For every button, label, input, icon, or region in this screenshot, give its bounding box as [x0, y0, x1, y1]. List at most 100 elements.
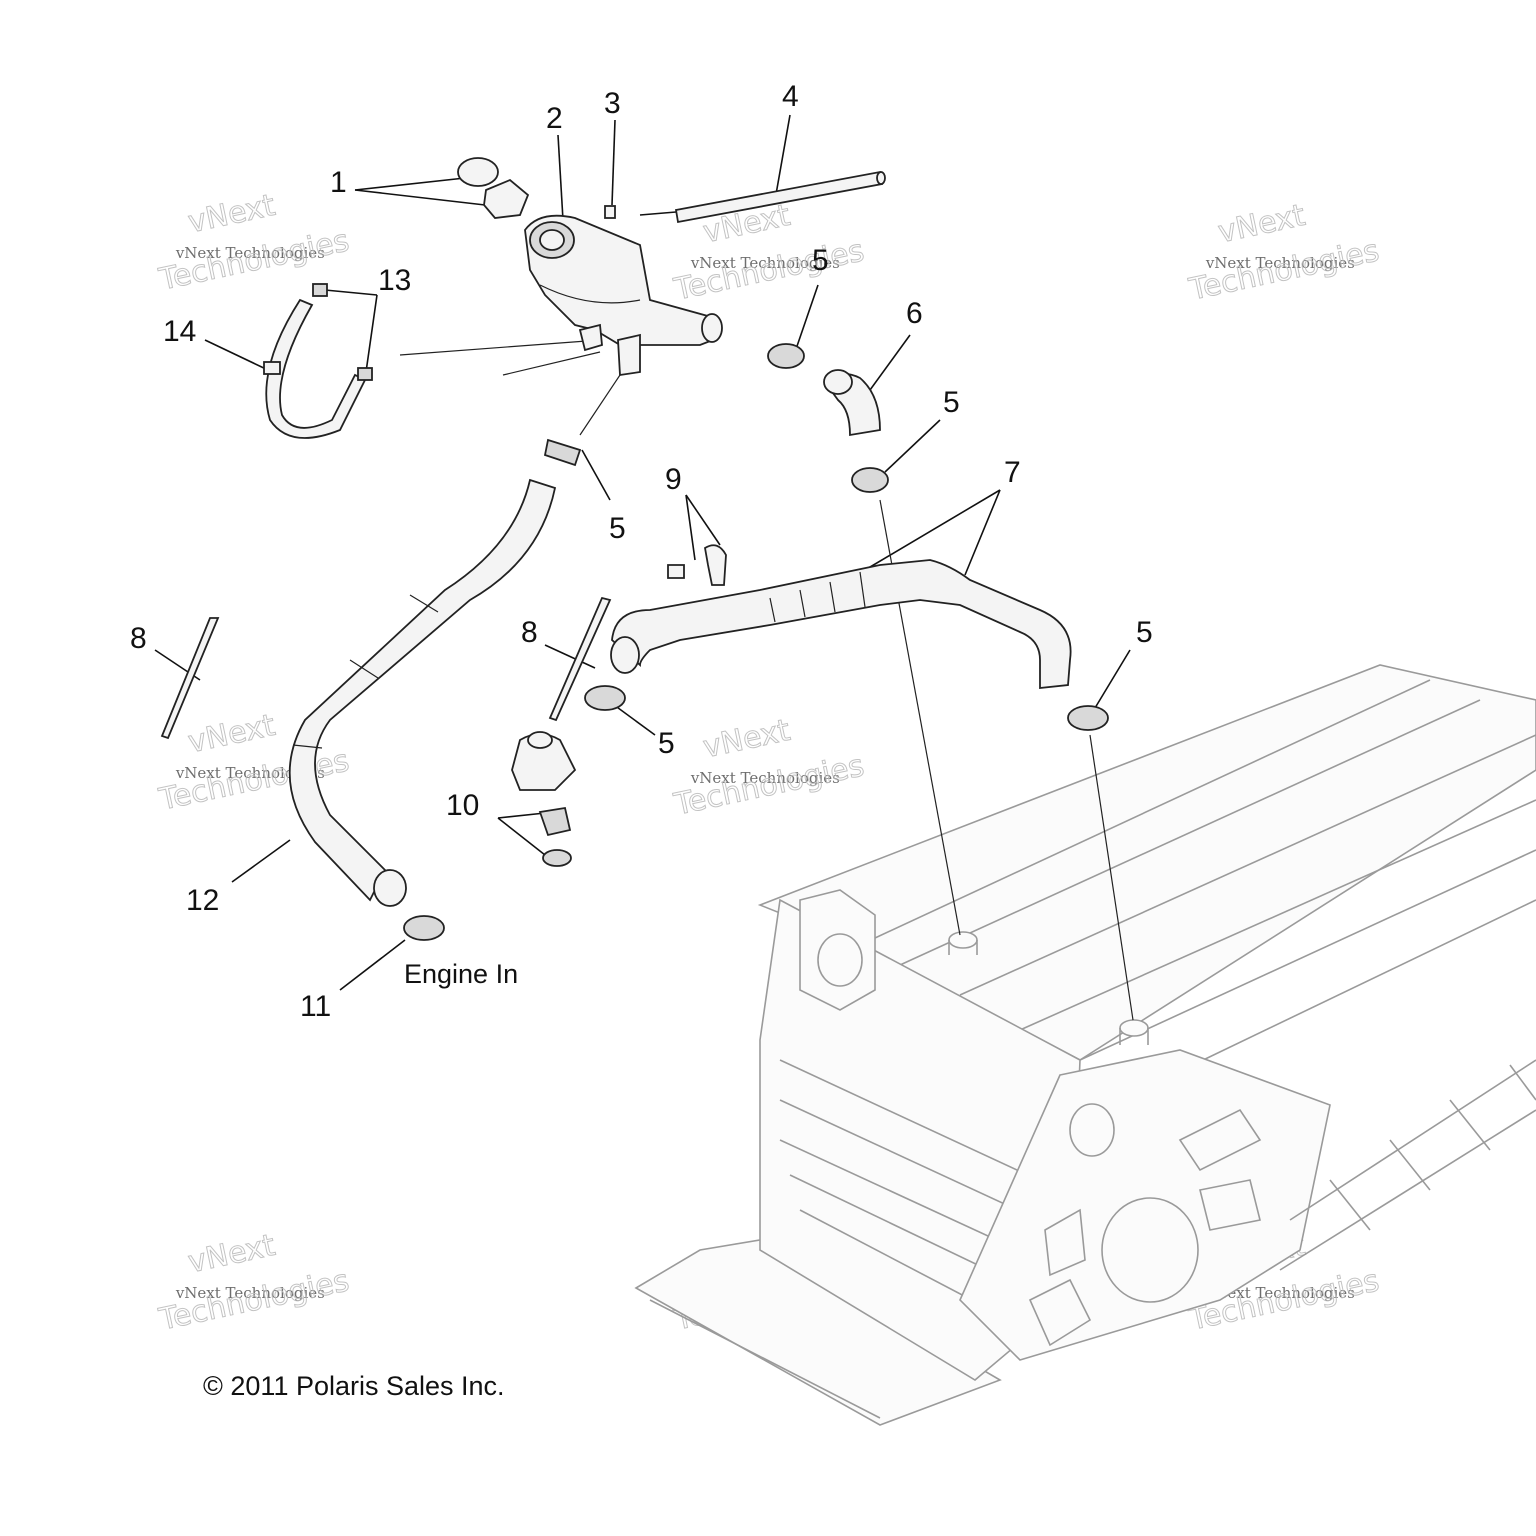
copyright-text: © 2011 Polaris Sales Inc. — [203, 1371, 505, 1401]
leader-3 — [611, 119, 616, 206]
leader-11 — [339, 939, 406, 991]
engine-in-label: Engine In — [404, 959, 518, 989]
hose-fitting — [312, 283, 328, 297]
hose-fitting — [357, 367, 373, 381]
bulkhead-cutout — [1199, 1179, 1261, 1231]
hose-coupler — [543, 438, 582, 467]
hose-clamp — [584, 685, 626, 711]
thermostat-housing-body — [511, 733, 577, 791]
callout-5: 5 — [658, 727, 675, 760]
leader-14 — [204, 339, 269, 371]
leader-12 — [231, 839, 291, 883]
callout-10: 10 — [446, 789, 479, 822]
callout-12: 12 — [186, 884, 219, 917]
part-8-cable-ties — [160, 596, 612, 740]
tunnel-lattice — [1329, 1179, 1371, 1231]
svg-text:Technologies: Technologies — [155, 1263, 352, 1338]
part-11-clamp — [403, 915, 445, 941]
thermostat — [538, 806, 572, 837]
hose-bracket — [704, 544, 727, 586]
cooler-fin — [779, 1059, 1061, 1191]
watermark: vNext vNext Technologies Technologies — [155, 187, 353, 298]
svg-text:Technologies: Technologies — [1185, 233, 1382, 308]
watermark: vNext vNext Technologies Technologies — [670, 712, 868, 823]
svg-text:vNext: vNext — [185, 188, 278, 241]
svg-text:vNext Technologies: vNext Technologies — [175, 244, 325, 262]
long-hose-end — [610, 636, 640, 674]
thermostat-housing — [511, 731, 577, 791]
bulkhead-hole — [1101, 1197, 1199, 1303]
bulkhead-plate — [959, 1049, 1331, 1361]
coolant-fitting — [1119, 1019, 1149, 1037]
reservoir-body — [524, 214, 719, 346]
tunnel-lattice — [1279, 1109, 1536, 1271]
front-mount-bore — [817, 933, 863, 987]
screw — [604, 205, 616, 219]
callout-6: 6 — [906, 297, 923, 330]
hose-clamp — [1067, 705, 1109, 731]
thermostat-seal — [542, 849, 572, 867]
engine-hose-bands — [292, 594, 439, 749]
hose-sleeve — [263, 361, 281, 375]
leader-8b — [544, 644, 596, 669]
svg-text:vNext: vNext — [185, 1228, 278, 1281]
hose-ribs — [769, 571, 866, 623]
callout-7: 7 — [1004, 456, 1021, 489]
tunnel-lattice — [1389, 1139, 1431, 1191]
svg-text:vNext: vNext — [1215, 198, 1308, 251]
bulkhead-cutout — [1044, 1208, 1086, 1277]
svg-text:vNext Technologies: vNext Technologies — [175, 1284, 325, 1302]
bracket-bolt — [667, 564, 685, 579]
cable-tie — [548, 596, 612, 722]
leader-10a — [497, 812, 546, 819]
front-mount — [799, 889, 876, 1011]
reservoir-spout — [701, 313, 723, 343]
cable-tie — [160, 617, 220, 740]
leader-4 — [774, 114, 791, 201]
watermark: vNext vNext Technologies Technologies — [1185, 197, 1383, 308]
coolant-fitting — [1119, 1028, 1149, 1045]
callout-5: 5 — [812, 244, 829, 277]
leader-1a — [354, 177, 466, 191]
callout-14: 14 — [163, 315, 196, 348]
tunnel-rail — [1079, 849, 1536, 1061]
bulkhead-cutout — [1028, 1278, 1092, 1347]
reservoir-seam — [539, 284, 641, 304]
leader-7a — [864, 489, 1001, 571]
hose-clamp — [767, 343, 805, 369]
svg-text:Technologies: Technologies — [670, 233, 867, 308]
callout-4: 4 — [782, 80, 799, 113]
callout-3: 3 — [604, 87, 621, 120]
leader-13a — [324, 289, 378, 296]
leader-14-link — [399, 339, 601, 356]
leader-5b — [884, 419, 941, 473]
part-3-screw — [604, 205, 616, 219]
bulkhead-cutout — [1178, 1108, 1262, 1172]
bleed-hose — [265, 298, 367, 439]
callout-13: 13 — [378, 264, 411, 297]
callout-5: 5 — [943, 386, 960, 419]
running-board-edge — [649, 1299, 881, 1419]
part-2-reservoir — [524, 214, 723, 377]
leader-5a — [794, 284, 819, 353]
leader-5e-link — [579, 374, 621, 436]
reservoir-opening — [539, 229, 565, 251]
engine-clamp — [403, 915, 445, 941]
svg-text:vNext Technologies: vNext Technologies — [175, 764, 325, 782]
callout-11: 11 — [300, 990, 331, 1023]
svg-text:vNext Technologies: vNext Technologies — [1205, 1284, 1355, 1302]
svg-text:vNext Technologies: vNext Technologies — [1205, 254, 1355, 272]
leader-1b — [354, 189, 486, 206]
part-10-thermostat — [538, 806, 572, 867]
svg-text:Technologies: Technologies — [670, 748, 867, 823]
leader-9a — [685, 494, 696, 561]
hose-clamp — [851, 467, 889, 493]
chassis-tunnel — [634, 664, 1536, 1426]
leader-5c — [1094, 649, 1131, 709]
reservoir-outlet — [578, 323, 603, 352]
part-12-engine-hose — [288, 478, 557, 907]
reservoir-outlet — [617, 333, 641, 377]
tunnel-rail — [899, 699, 1481, 966]
